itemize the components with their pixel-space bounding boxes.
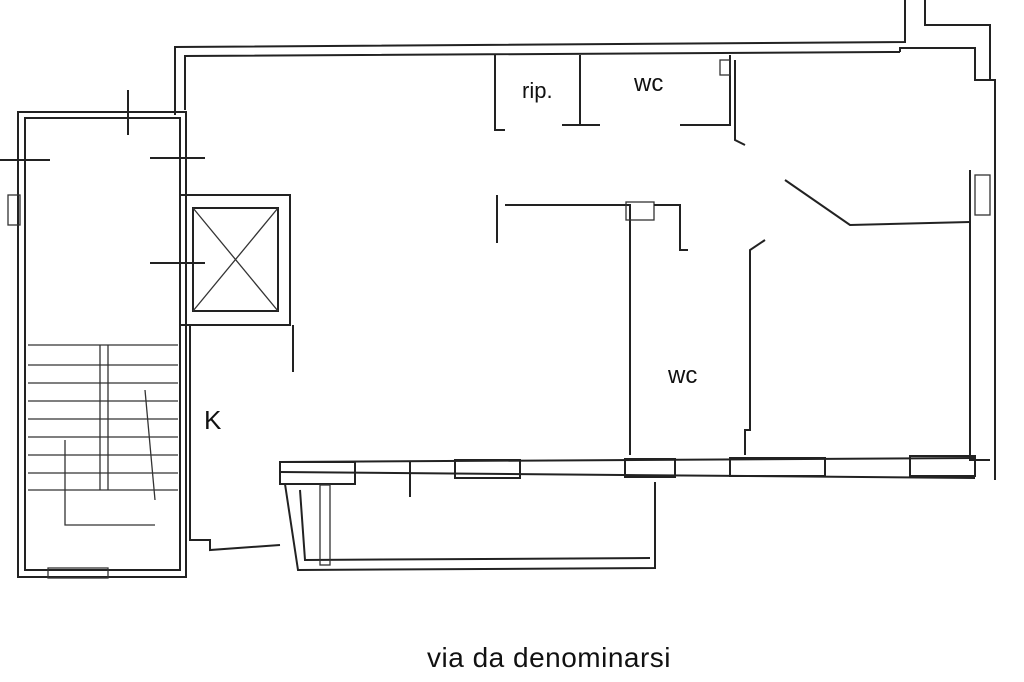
room-label-kitchen: K bbox=[204, 405, 222, 435]
outer-walls bbox=[174, 0, 996, 485]
stair-treads bbox=[28, 364, 178, 491]
elevator-shaft bbox=[179, 194, 294, 552]
street-label: via da denominarsi bbox=[427, 642, 672, 673]
interior-walls bbox=[409, 55, 991, 497]
balcony bbox=[284, 482, 656, 572]
room-label-wc-top: wc bbox=[634, 70, 664, 97]
room-label-wc-middle: wc bbox=[668, 362, 698, 389]
room-label-storage: rip. bbox=[522, 78, 553, 103]
stair-core bbox=[0, 90, 205, 579]
